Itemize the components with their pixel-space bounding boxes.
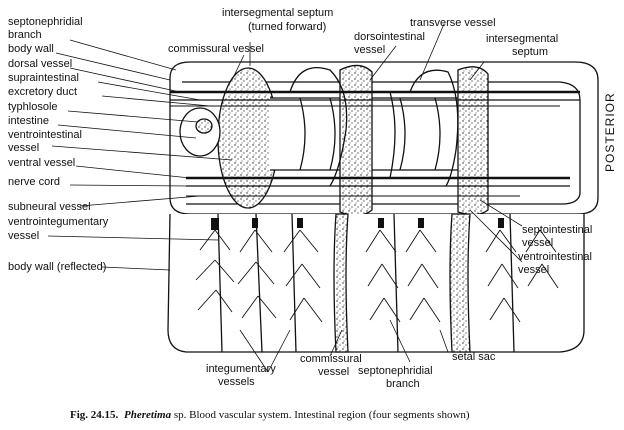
label-septonephridial-branch-top-1: septonephridial [8,16,83,28]
label-ventrointestinal-vessel-left-1: ventrointestinal [8,129,82,141]
figure-caption: Fig. 24.15. Pheretima sp. Blood vascular… [70,409,470,421]
label-commissural-vessel-top: commissural vessel [168,43,264,55]
label-septonephridial-branch-top-2: branch [8,29,42,41]
label-ventrointegumentary-vessel-2: vessel [8,230,39,242]
label-intersegmental-septum-top-1: intersegmental septum [222,7,333,19]
label-posterior: POSTERIOR [603,92,617,172]
label-intersegmental-septum-right-1: intersegmental [486,33,558,45]
label-septonephridial-branch-bottom-2: branch [386,378,420,390]
setal-sacs [211,218,504,230]
label-nerve-cord: nerve cord [8,176,60,188]
septum-band-2 [457,66,489,216]
label-intestine: intestine [8,115,49,127]
label-commissural-vessel-bottom-2: vessel [318,366,349,378]
label-subneural-vessel: subneural vessel [8,201,91,213]
label-body-wall: body wall [8,43,54,55]
caption-fig-number: Fig. 24.15. [70,409,119,421]
label-supraintestinal: supraintestinal [8,72,79,84]
commissural-loop-2 [409,69,459,187]
intestine-cylinder [270,97,481,171]
label-dorsal-vessel: dorsal vessel [8,58,72,70]
label-ventral-vessel: ventral vessel [8,157,75,169]
labels: septonephridial branch body wall dorsal … [8,7,617,390]
typhlosole-fold [195,118,213,134]
label-typhlosole: typhlosole [8,101,58,113]
label-ventrointestinal-vessel-right-1: ventrointestinal [518,251,592,263]
label-integumentary-vessels-1: integumentary [206,363,276,375]
label-intersegmental-septum-top-2: (turned forward) [248,21,326,33]
label-transverse-vessel: transverse vessel [410,17,496,29]
commissural-loop-1 [289,66,348,187]
label-body-wall-reflected: body wall (reflected) [8,261,106,273]
caption-genus: Pheretima [124,409,172,421]
label-ventrointegumentary-vessel-1: ventrointegumentary [8,216,109,228]
label-ventrointestinal-vessel-left-2: vessel [8,142,39,154]
label-septointestinal-vessel-1: septointestinal [522,224,592,236]
label-excretory-duct: excretory duct [8,86,77,98]
inner-body-wall [182,81,581,205]
label-ventrointestinal-vessel-right-2: vessel [518,264,549,276]
label-setal-sac: setal sac [452,351,496,363]
label-septointestinal-vessel-2: vessel [522,237,553,249]
label-commissural-vessel-bottom-1: commissural [300,353,362,365]
reflected-body-wall [167,213,585,353]
caption-rest: sp. Blood vascular system. Intestinal re… [174,409,470,421]
label-dorsointestinal-vessel-1: dorsointestinal [354,31,425,43]
label-septonephridial-branch-bottom-1: septonephridial [358,365,433,377]
worm-body-drawing [167,61,599,353]
label-integumentary-vessels-2: vessels [218,376,255,388]
label-intersegmental-septum-right-2: septum [512,46,548,58]
septum-turned-forward [217,67,279,209]
label-dorsointestinal-vessel-2: vessel [354,44,385,56]
leader-lines [47,23,523,373]
